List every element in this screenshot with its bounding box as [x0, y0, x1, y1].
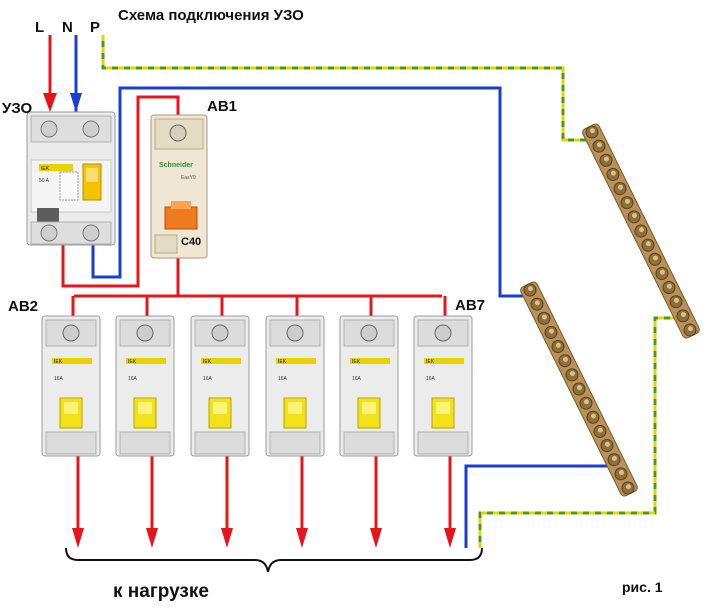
branch-brand-text: IEK	[426, 359, 435, 365]
load-label: к нагрузке	[113, 581, 209, 602]
branch-brand-text: IEK	[54, 359, 63, 365]
main-breaker-model-text: EasY9	[181, 175, 196, 181]
branch-breaker: IEK 16A	[413, 315, 473, 457]
branch-brand-text: IEK	[128, 359, 137, 365]
branch-breaker: IEK 16A	[41, 315, 101, 457]
neutral-label: N	[62, 19, 73, 36]
branch-rating-text: 16A	[426, 376, 436, 382]
branch-rating-text: 16A	[54, 376, 64, 382]
branch-brand-text: IEK	[203, 359, 212, 365]
load-arrow-icon	[444, 528, 456, 548]
load-arrow-icon	[72, 528, 84, 548]
branch-brand-text: IEK	[352, 359, 361, 365]
branch-breaker: IEK 16A	[339, 315, 399, 457]
main-breaker-rating-text: C40	[181, 236, 201, 248]
first-branch-label: АВ2	[8, 298, 38, 315]
main-breaker: Schneider EasY9 C40	[150, 114, 208, 259]
rcd-rating-text: 50 A	[39, 178, 50, 184]
rcd-brand-text: IEK	[41, 166, 50, 172]
branch-rating-text: 16A	[278, 376, 288, 382]
branch-brand-text: IEK	[278, 359, 287, 365]
main-breaker-label: АВ1	[207, 98, 237, 115]
rcd-label: УЗО	[2, 100, 33, 117]
earth-wire	[101, 35, 688, 548]
load-arrow-icon	[221, 528, 233, 548]
earth-label: P	[90, 19, 100, 36]
branch-breaker: IEK 16A	[265, 315, 325, 457]
branch-phase-drops	[71, 296, 456, 548]
branch-breaker: IEK 16A	[115, 315, 175, 457]
last-branch-label: АВ7	[455, 297, 485, 314]
main-breaker-brand-text: Schneider	[159, 162, 193, 169]
branch-rating-text: 16A	[128, 376, 138, 382]
input-arrows	[43, 35, 82, 112]
branch-rating-text: 16A	[352, 376, 362, 382]
diagram-title: Схема подключения УЗО	[118, 7, 304, 24]
load-arrow-icon	[370, 528, 382, 548]
load-bracket	[65, 547, 483, 573]
branch-breaker: IEK 16A	[190, 315, 250, 457]
rcd-device: IEK 50 A	[26, 111, 116, 246]
load-arrow-icon	[146, 528, 158, 548]
figure-label: рис. 1	[622, 579, 663, 595]
load-arrow-icon	[296, 528, 308, 548]
phase-wire	[61, 95, 442, 298]
branch-rating-text: 16A	[203, 376, 213, 382]
branch-breakers: IEK 16A IEK 16A IEK 16A IEK 16A IEK 16A IEK 16A	[41, 315, 473, 457]
neutral-bus-bar	[520, 281, 638, 497]
earth-bus-bar	[582, 123, 700, 339]
phase-label: L	[35, 19, 44, 36]
